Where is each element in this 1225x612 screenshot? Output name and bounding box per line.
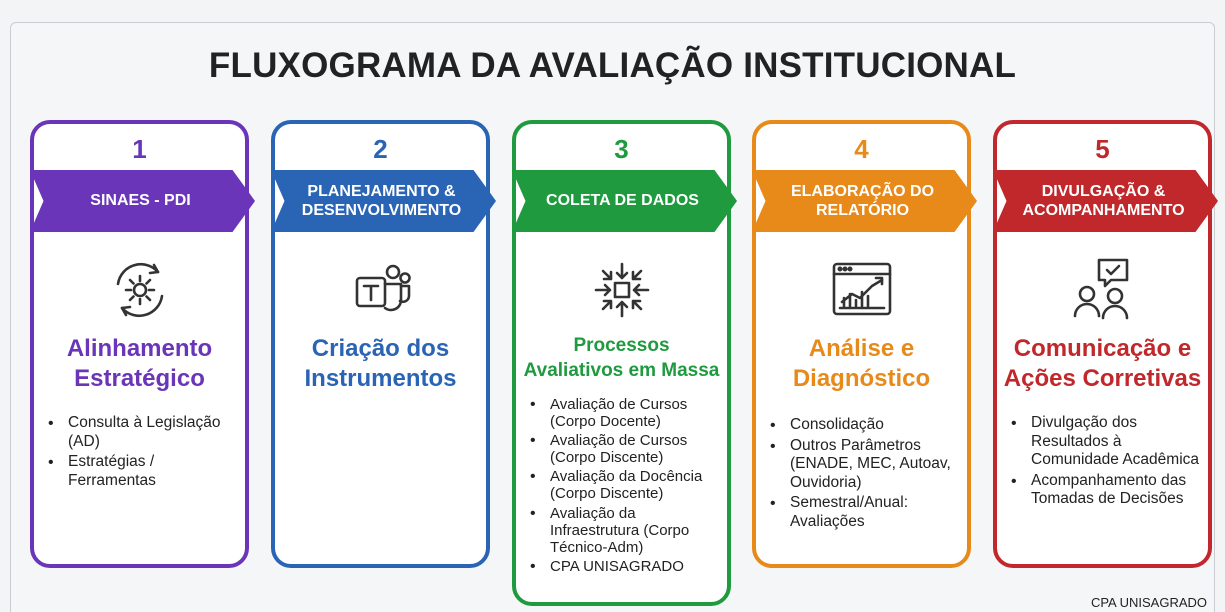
bullet-item: Avaliação de Cursos (Corpo Docente) <box>526 396 721 430</box>
step-number: 3 <box>614 134 629 164</box>
step-heading: Processos Avaliativos em Massa <box>523 335 720 381</box>
step-number: 2 <box>373 134 388 164</box>
bullet-item: Acompanhamento das Tomadas de Decisões <box>1007 472 1202 509</box>
bullet-item: Avaliação da Docência (Corpo Discente) <box>526 468 721 502</box>
bullet-item: Avaliação de Cursos (Corpo Discente) <box>526 432 721 466</box>
step-bullet-list: Divulgação dos Resultados à Comunidade A… <box>1007 414 1202 511</box>
step-heading: Análise e Diagnóstico <box>792 335 931 392</box>
step-bullet-list: Consulta à Legislação (AD)Estratégias / … <box>44 414 239 492</box>
bullet-item: Avaliação da Infraestrutura (Corpo Técni… <box>526 505 721 556</box>
step-bullet-list: Avaliação de Cursos (Corpo Docente)Avali… <box>526 396 721 577</box>
step-banner: PLANEJAMENTO & DESENVOLVIMENTO <box>271 170 496 232</box>
bullet-item: Consolidação <box>766 416 961 435</box>
diagram-title: FLUXOGRAMA DA AVALIAÇÃO INSTITUCIONAL <box>208 46 1017 85</box>
communication-people-icon <box>1067 254 1139 326</box>
gear-cycle-icon <box>104 254 176 326</box>
footer-credit: CPA UNISAGRADO <box>1090 595 1207 610</box>
step-bullet-list: ConsolidaçãoOutros Parâmetros (ENADE, ME… <box>766 416 961 534</box>
bullet-item: Divulgação dos Resultados à Comunidade A… <box>1007 414 1202 470</box>
collect-arrows-icon <box>586 254 658 326</box>
step-banner: SINAES - PDI <box>30 170 255 232</box>
bullet-item: Outros Parâmetros (ENADE, MEC, Autoav, O… <box>766 437 961 493</box>
step-number: 1 <box>132 134 147 164</box>
bullet-item: Semestral/Anual: Avaliações <box>766 494 961 531</box>
step-number: 5 <box>1095 134 1110 164</box>
step-number: 4 <box>854 134 869 164</box>
step-heading: Alinhamento Estratégico <box>66 335 213 392</box>
bullet-item: Estratégias / Ferramentas <box>44 453 239 490</box>
teams-icon <box>345 254 417 326</box>
bullet-item: Consulta à Legislação (AD) <box>44 414 239 451</box>
analytics-chart-icon <box>826 254 898 326</box>
step-heading: Criação dos Instrumentos <box>304 335 457 392</box>
step-banner: DIVULGAÇÃO & ACOMPANHAMENTO <box>993 170 1218 232</box>
step-banner: COLETA DE DADOS <box>512 170 737 232</box>
bullet-item: CPA UNISAGRADO <box>526 558 721 576</box>
step-banner: ELABORAÇÃO DO RELATÓRIO <box>752 170 977 232</box>
step-heading: Comunicação e Ações Corretivas <box>1003 335 1202 392</box>
